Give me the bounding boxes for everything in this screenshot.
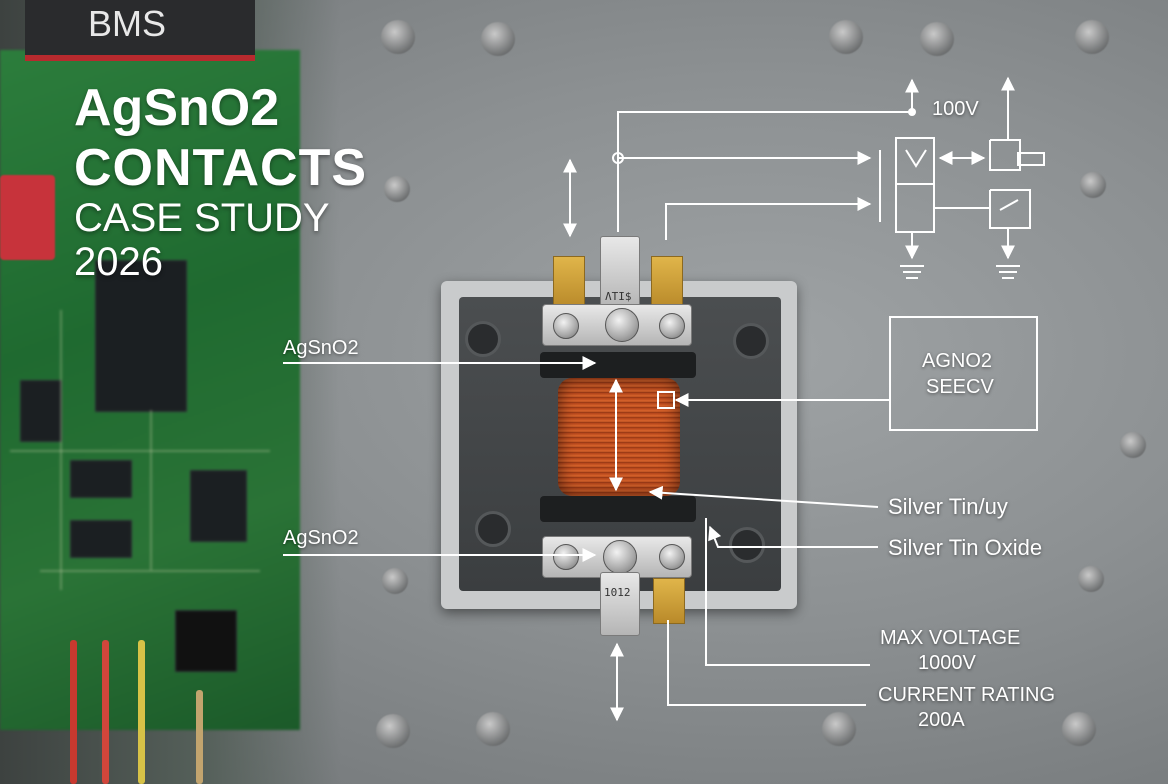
red-connector bbox=[0, 175, 55, 260]
ground-symbol-icon bbox=[996, 265, 1020, 279]
bolt bbox=[1080, 172, 1106, 198]
bolt bbox=[381, 20, 415, 54]
wire-red bbox=[102, 640, 109, 784]
bolt bbox=[476, 712, 510, 746]
current-rating-title: CURRENT RATING bbox=[878, 684, 1056, 706]
callout-line-silver-1 bbox=[648, 485, 879, 508]
max-voltage-title: MAX VOLTAGE bbox=[880, 627, 1021, 649]
bolt bbox=[1075, 20, 1109, 54]
wire-red bbox=[70, 640, 77, 784]
spec-box-line-2: SEECV bbox=[926, 376, 994, 398]
mount-hole bbox=[475, 511, 511, 547]
bolt bbox=[822, 712, 856, 746]
callout-silver-tin-1: Silver Tin/uy bbox=[888, 494, 1008, 519]
spec-box-line-1: AGNO2 bbox=[922, 350, 993, 372]
bolt bbox=[1120, 432, 1146, 458]
wire-tan bbox=[196, 690, 203, 784]
screw bbox=[603, 540, 637, 574]
bolt bbox=[1078, 566, 1104, 592]
coil-bottom-plate bbox=[540, 496, 696, 522]
contact-bus-bar bbox=[600, 236, 640, 308]
pcb-trace bbox=[150, 410, 152, 570]
bolt bbox=[1062, 712, 1096, 746]
coil-top-plate bbox=[540, 352, 696, 378]
headline-line-3: CASE STUDY bbox=[74, 196, 330, 240]
headline-line-4: 2026 bbox=[74, 240, 163, 284]
ic-chip bbox=[190, 470, 247, 542]
ic-chip bbox=[20, 380, 62, 442]
wire-yellow bbox=[138, 640, 145, 784]
bolt bbox=[384, 176, 410, 202]
pcb-trace bbox=[10, 450, 270, 452]
contact-bus-bar bbox=[600, 572, 640, 636]
current-rating-value: 200A bbox=[918, 709, 965, 731]
callout-silver-tin-oxide: Silver Tin Oxide bbox=[888, 535, 1043, 560]
callout-line-max-voltage bbox=[705, 518, 870, 666]
schematic-wire bbox=[665, 197, 872, 240]
bolt bbox=[382, 568, 408, 594]
screw bbox=[659, 544, 685, 570]
screw bbox=[553, 544, 579, 570]
transistor-symbol-icon bbox=[989, 139, 1045, 229]
ic-chip bbox=[70, 460, 132, 498]
junction-dot bbox=[908, 108, 916, 116]
relay-stamp-top: ɅTI$ bbox=[605, 290, 632, 303]
mount-hole bbox=[729, 527, 765, 563]
bolt bbox=[376, 714, 410, 748]
brass-terminal bbox=[653, 578, 685, 624]
bolt bbox=[481, 22, 515, 56]
callout-line-silver-2 bbox=[708, 525, 878, 548]
spec-box bbox=[889, 316, 1038, 431]
terminal-marker bbox=[657, 391, 675, 409]
max-voltage-value: 1000V bbox=[918, 652, 976, 674]
transistor-symbol-icon bbox=[879, 137, 935, 233]
screw bbox=[659, 313, 685, 339]
ic-chip bbox=[175, 610, 237, 672]
bolt bbox=[920, 22, 954, 56]
relay-stamp-bottom: 1012 bbox=[604, 586, 631, 599]
headline-line-2: CONTACTS bbox=[74, 139, 368, 197]
junction-dot bbox=[612, 152, 624, 164]
mount-hole bbox=[733, 323, 769, 359]
screw bbox=[605, 308, 639, 342]
ground-symbol-icon bbox=[900, 265, 924, 279]
callout-agsno2-bottom: AgSnO2 bbox=[283, 527, 359, 549]
callout-line-current bbox=[667, 620, 866, 706]
callout-agsno2-top: AgSnO2 bbox=[283, 337, 359, 359]
ic-chip bbox=[70, 520, 132, 558]
pcb-trace bbox=[40, 570, 260, 572]
headline-line-1: AgSnO2 bbox=[74, 79, 280, 137]
bms-label: BMS bbox=[88, 3, 167, 44]
brass-terminal bbox=[553, 256, 585, 308]
schematic-voltage: 100V bbox=[932, 98, 979, 120]
ic-chip bbox=[95, 260, 187, 412]
schematic-wire bbox=[617, 78, 919, 232]
screw bbox=[553, 313, 579, 339]
bolt bbox=[829, 20, 863, 54]
pcb-trace bbox=[60, 310, 62, 590]
bms-label-plate bbox=[25, 0, 255, 61]
pcb-board bbox=[0, 50, 300, 730]
mount-hole bbox=[465, 321, 501, 357]
